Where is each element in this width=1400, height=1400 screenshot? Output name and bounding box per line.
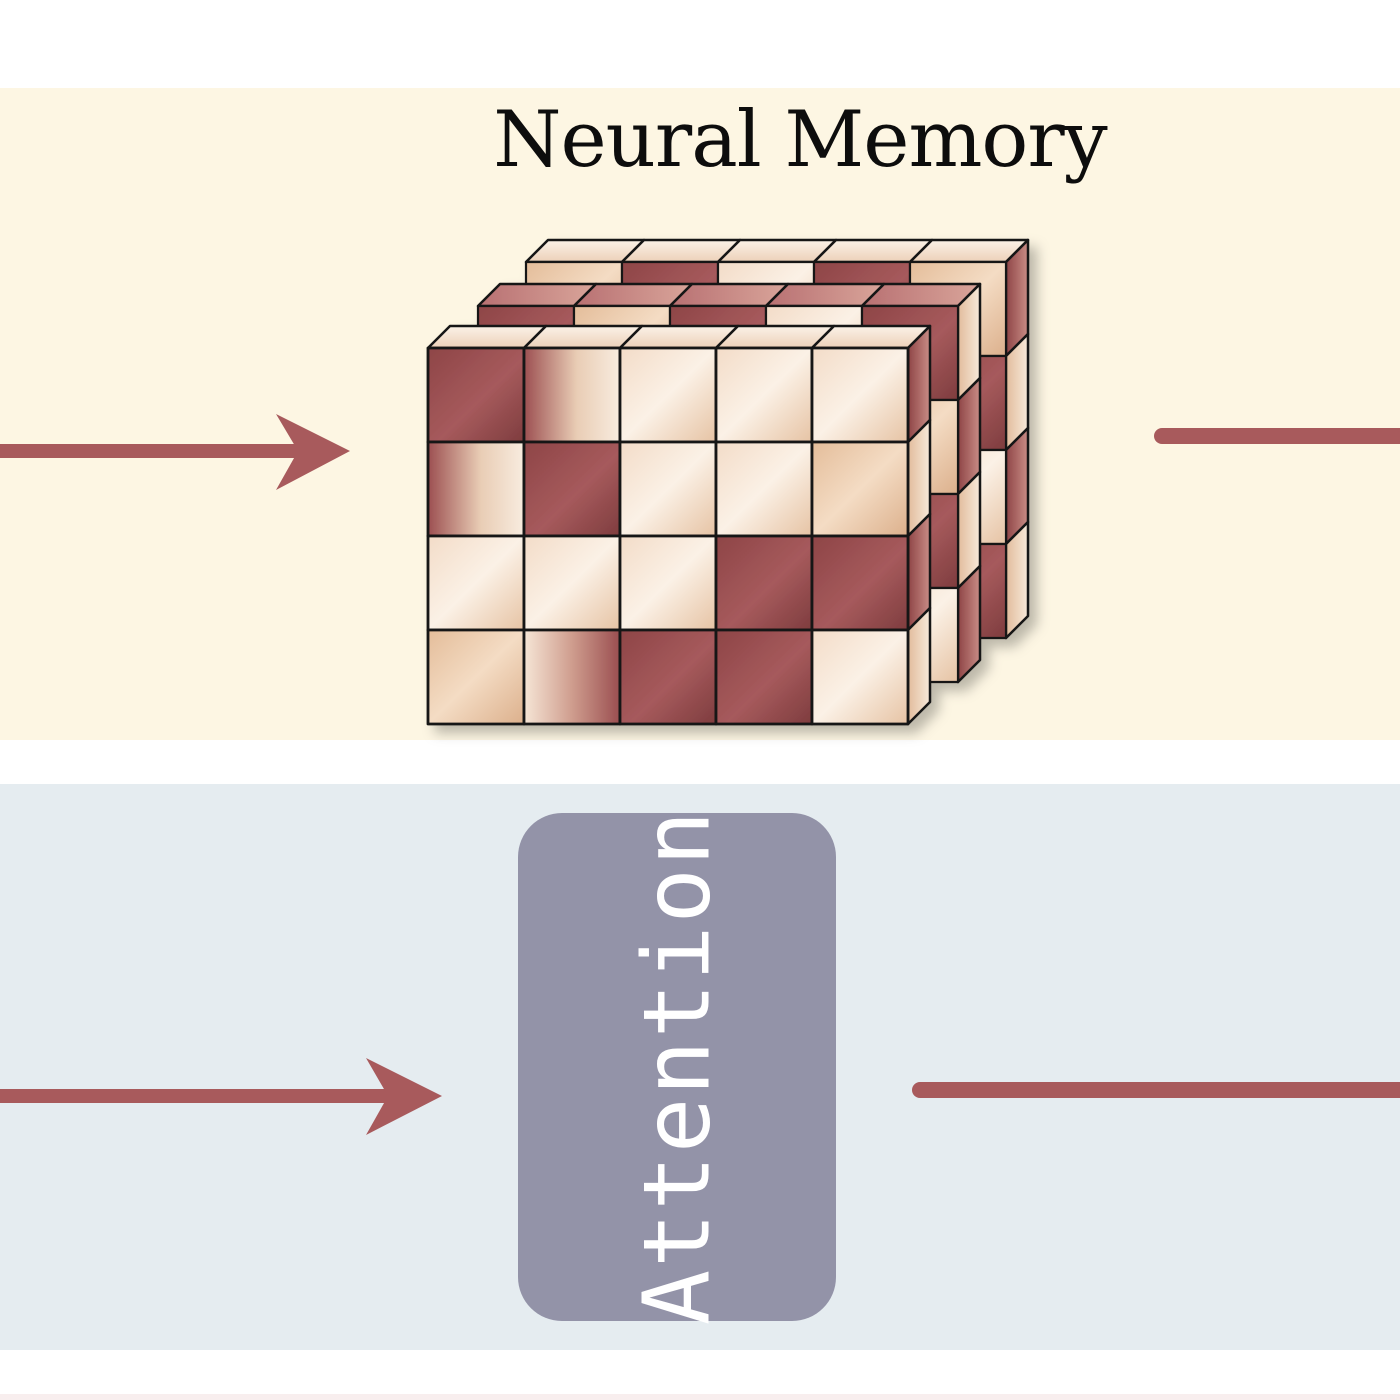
cube-side-face <box>1004 520 1030 640</box>
cube-front-face <box>810 440 910 538</box>
cube-front-face <box>618 628 718 726</box>
attention-input-arrowhead-icon <box>366 1058 442 1135</box>
cube-front-face <box>426 346 526 444</box>
cube-front-face <box>522 440 622 538</box>
cube-front-face <box>714 628 814 726</box>
cube-front-face <box>618 346 718 444</box>
cube-front-face <box>714 534 814 632</box>
cube-front-face <box>618 440 718 538</box>
cube-front-face <box>426 628 526 726</box>
attention-block: Attention <box>518 809 836 1325</box>
cube-front-face <box>810 346 910 444</box>
cube-front-face <box>426 440 526 538</box>
cube-front-face <box>810 628 910 726</box>
cube-side-face <box>906 606 932 726</box>
cube-front-face <box>522 628 622 726</box>
cube-front-face <box>714 440 814 538</box>
neural-memory-title: Neural Memory <box>493 95 1107 185</box>
cube-front-face <box>714 346 814 444</box>
cube-front-face <box>522 346 622 444</box>
memory-input-arrow-shaft <box>0 444 300 458</box>
memory-input-arrowhead-icon <box>276 414 350 490</box>
attention-input-arrow-shaft <box>0 1089 390 1103</box>
cube-front-face <box>522 534 622 632</box>
cube-front-face <box>618 534 718 632</box>
cube-front-face <box>426 534 526 632</box>
cube-side-face <box>956 564 982 684</box>
attention-label: Attention <box>623 808 731 1326</box>
bottom-panel-edge <box>0 1394 1400 1400</box>
cube-front-face <box>810 534 910 632</box>
